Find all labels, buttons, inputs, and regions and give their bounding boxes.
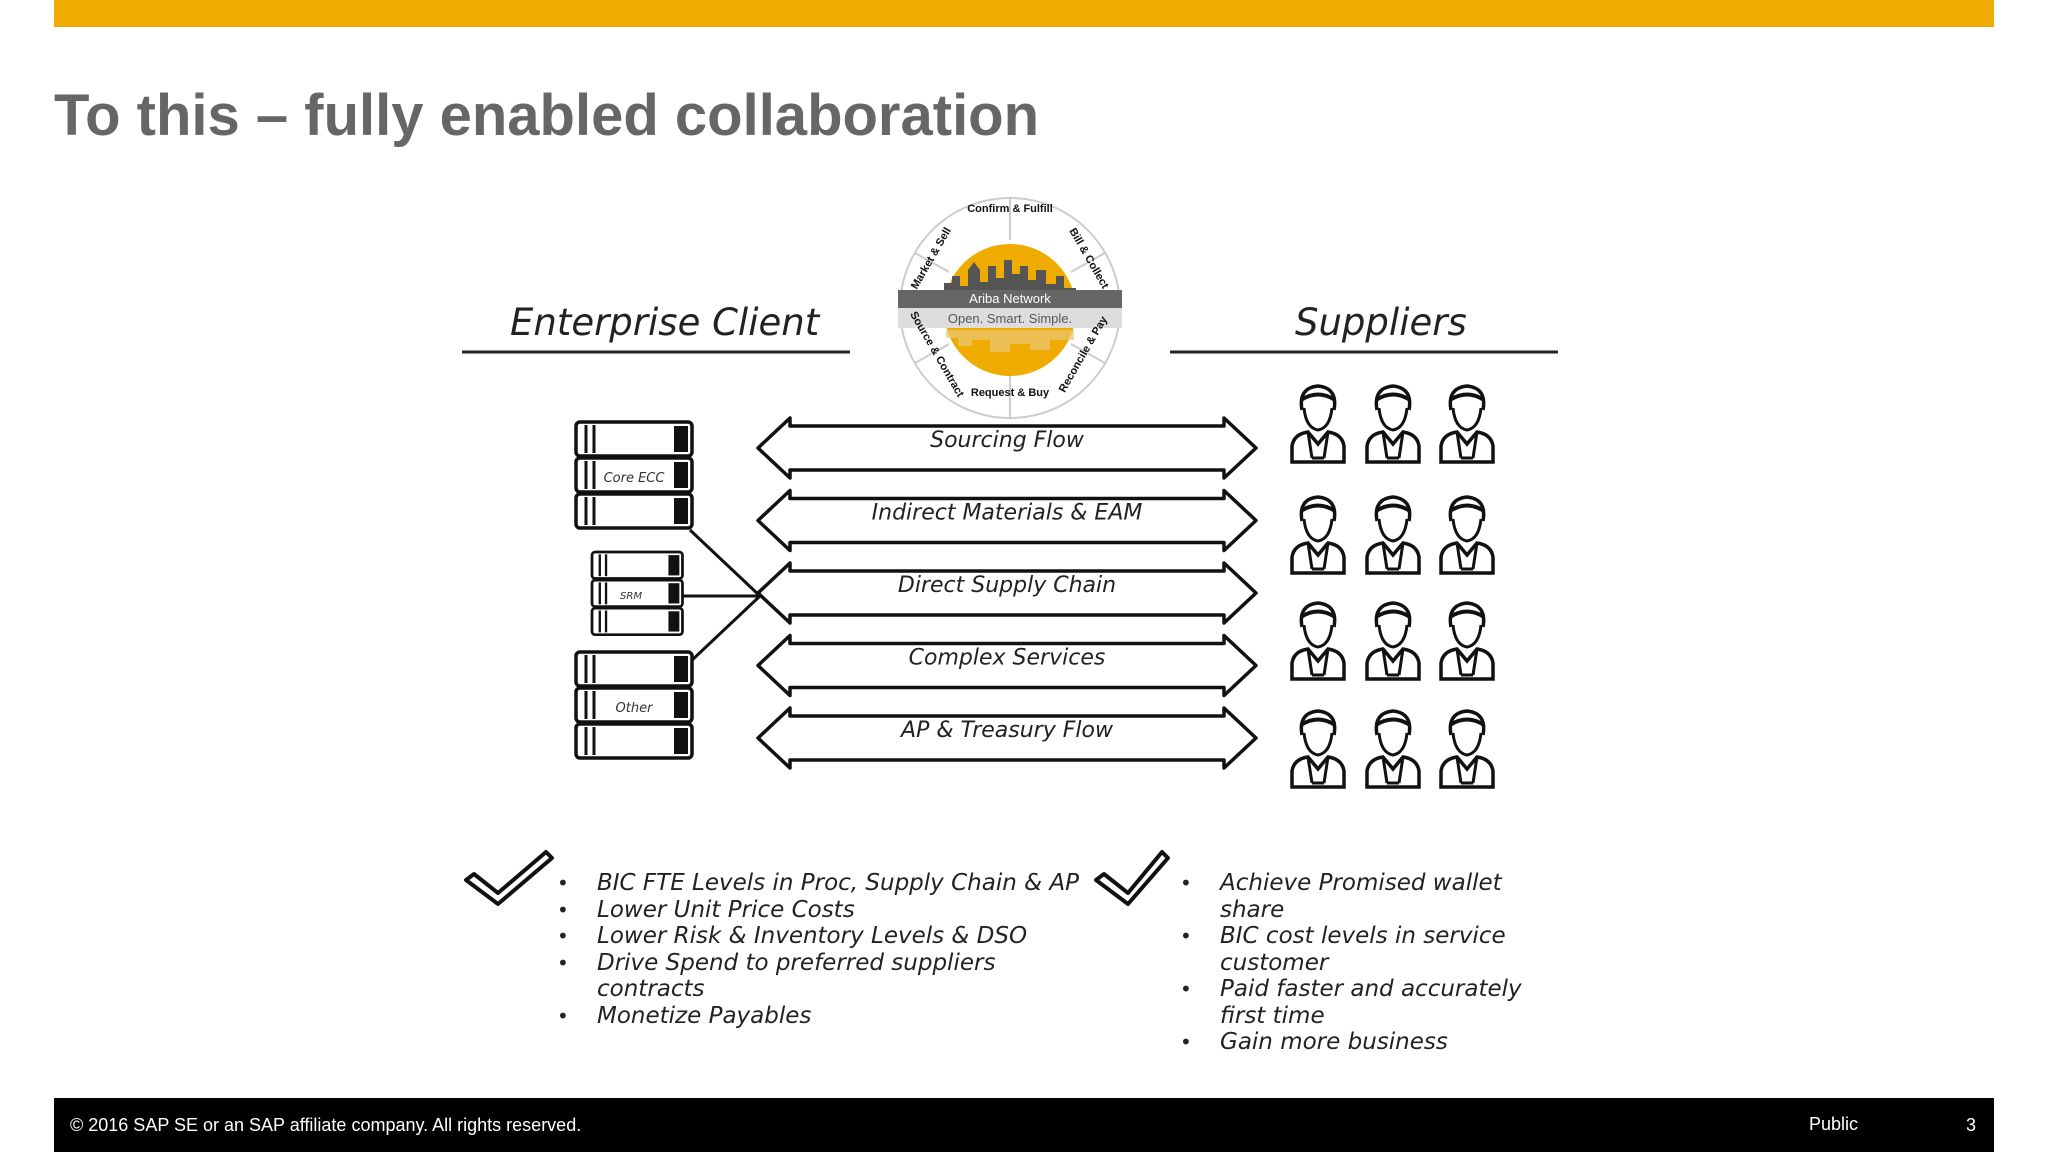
benefit-right-item: Achieve Promised wallet share xyxy=(1180,870,1570,923)
supplier-person-icon xyxy=(1439,709,1495,789)
supplier-person-icon xyxy=(1290,495,1346,575)
server-label-core-ecc: Core ECC xyxy=(604,471,666,486)
benefit-left-item: Drive Spend to preferred suppliers contr… xyxy=(557,950,1097,1003)
flow-label: Indirect Materials & EAM xyxy=(872,501,1143,526)
benefit-right-item: Gain more business xyxy=(1180,1029,1570,1056)
checkmark-icon-left xyxy=(464,850,554,906)
supplier-person-icon xyxy=(1439,601,1495,681)
supplier-person-icon xyxy=(1290,601,1346,681)
server-stack-core-ecc: Core ECC xyxy=(574,420,694,530)
flow-label: Complex Services xyxy=(909,646,1106,671)
ariba-brand: Ariba Network xyxy=(969,291,1051,306)
benefits-list-left: BIC FTE Levels in Proc, Supply Chain & A… xyxy=(557,870,1097,1029)
flow-arrow: Indirect Materials & EAM xyxy=(756,488,1258,553)
wheel-segment-confirm: Confirm & Fulfill xyxy=(967,203,1053,215)
supplier-person-icon xyxy=(1439,384,1495,464)
flow-label: Direct Supply Chain xyxy=(898,573,1116,598)
supplier-grid xyxy=(1290,384,1495,789)
flow-label: Sourcing Flow xyxy=(930,428,1085,453)
system-connectors xyxy=(680,528,762,664)
benefit-left-item: Monetize Payables xyxy=(557,1003,1097,1030)
flow-arrow: AP & Treasury Flow xyxy=(756,706,1258,770)
flow-arrow: Sourcing Flow xyxy=(756,416,1258,480)
benefit-left-item: Lower Risk & Inventory Levels & DSO xyxy=(557,923,1097,950)
supplier-person-icon xyxy=(1290,384,1346,464)
server-label-other: Other xyxy=(616,701,655,716)
classification-label: Public xyxy=(1809,1114,1859,1134)
page-number: 3 xyxy=(1966,1115,1977,1135)
supplier-person-icon xyxy=(1365,601,1421,681)
supplier-person-icon xyxy=(1290,709,1346,789)
enterprise-client-heading: Enterprise Client xyxy=(510,301,821,344)
footer-bar: © 2016 SAP SE or an SAP affiliate compan… xyxy=(54,1098,1994,1152)
benefit-right-item: BIC cost levels in service customer xyxy=(1180,923,1570,976)
flow-label: AP & Treasury Flow xyxy=(899,718,1114,743)
server-label-srm: SRM xyxy=(620,591,642,602)
copyright-text: © 2016 SAP SE or an SAP affiliate compan… xyxy=(70,1115,582,1135)
wheel-segment-request: Request & Buy xyxy=(971,387,1050,399)
supplier-person-icon xyxy=(1365,495,1421,575)
benefits-list-right: Achieve Promised wallet share BIC cost l… xyxy=(1180,870,1570,1056)
suppliers-heading: Suppliers xyxy=(1295,301,1467,344)
ariba-network-wheel: Ariba Network Open. Smart. Simple. Confi… xyxy=(898,197,1122,419)
supplier-person-icon xyxy=(1365,384,1421,464)
supplier-person-icon xyxy=(1439,495,1495,575)
benefit-left-item: Lower Unit Price Costs xyxy=(557,897,1097,924)
city-skyline-icon xyxy=(944,260,1076,298)
slide-title: To this – fully enabled collaboration xyxy=(54,83,1040,148)
flow-arrow: Direct Supply Chain xyxy=(756,561,1258,625)
benefit-left-item: BIC FTE Levels in Proc, Supply Chain & A… xyxy=(557,870,1097,897)
ariba-tagline: Open. Smart. Simple. xyxy=(948,311,1072,326)
top-accent-bar xyxy=(54,0,1994,27)
server-stack-other: Other xyxy=(574,650,694,760)
checkmark-icon-right xyxy=(1094,850,1170,906)
supplier-person-icon xyxy=(1365,709,1421,789)
server-stack-srm: SRM xyxy=(590,550,684,637)
flow-arrow: Complex Services xyxy=(756,633,1258,698)
benefit-right-item: Paid faster and accurately first time xyxy=(1180,976,1570,1029)
